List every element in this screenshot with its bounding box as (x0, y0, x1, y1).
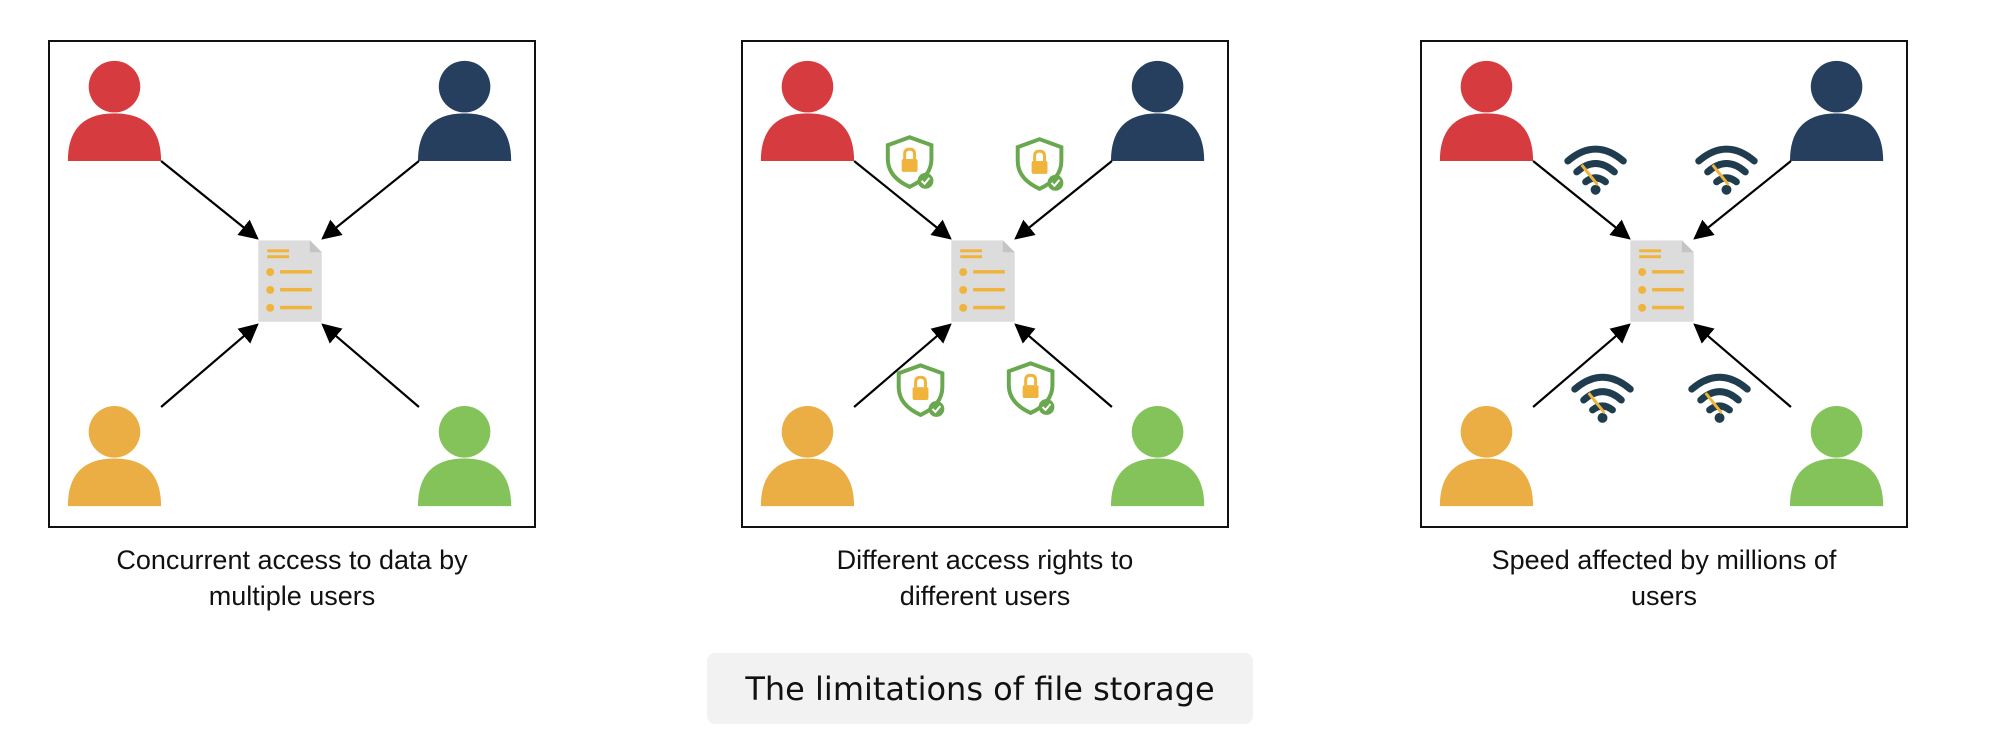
figure-title-text: The limitations of file storage (745, 669, 1215, 708)
shield-lock-icon (896, 363, 947, 419)
user-icon-green (1789, 405, 1884, 507)
document-icon (258, 240, 322, 322)
arrows (1532, 160, 1792, 408)
document-icon (951, 240, 1015, 322)
shield-lock-icon (1015, 137, 1066, 193)
user-icon-navy (417, 60, 512, 162)
user-icon-green (1110, 405, 1205, 507)
caption-line: multiple users (208, 581, 376, 611)
caption-access-rights: Different access rights to different use… (735, 542, 1235, 614)
diagram-concurrent-access (67, 60, 512, 507)
arrows (853, 160, 1113, 408)
caption-line: Speed affected by millions of (1491, 545, 1837, 575)
figure-title: The limitations of file storage (707, 653, 1253, 724)
diagram-speed (1439, 60, 1884, 507)
caption-concurrent-access: Concurrent access to data by multiple us… (42, 542, 542, 614)
user-icon-yellow (67, 405, 162, 507)
caption-line: Different access rights to (836, 545, 1134, 575)
arrows (160, 160, 420, 408)
user-icon-yellow (760, 405, 855, 507)
panel-access-rights (741, 40, 1229, 528)
wifi-icon (1699, 149, 1755, 195)
shield-lock-icon (1006, 361, 1057, 417)
caption-line: users (1630, 581, 1698, 611)
user-icon-yellow (1439, 405, 1534, 507)
user-icon-green (417, 405, 512, 507)
caption-line: different users (899, 581, 1071, 611)
wifi-icon (1692, 377, 1748, 423)
wifi-icon (1568, 149, 1624, 195)
document-icon (1630, 240, 1694, 322)
user-icon-navy (1789, 60, 1884, 162)
user-icon-red (760, 60, 855, 162)
wifi-icon (1575, 377, 1631, 423)
panel-concurrent-access (48, 40, 536, 528)
user-icon-red (1439, 60, 1534, 162)
caption-speed: Speed affected by millions of users (1414, 542, 1914, 614)
shield-lock-icon (885, 135, 936, 191)
user-icon-navy (1110, 60, 1205, 162)
diagram-access-rights (760, 60, 1205, 507)
caption-line: Concurrent access to data by (116, 545, 468, 575)
panel-speed (1420, 40, 1908, 528)
user-icon-red (67, 60, 162, 162)
